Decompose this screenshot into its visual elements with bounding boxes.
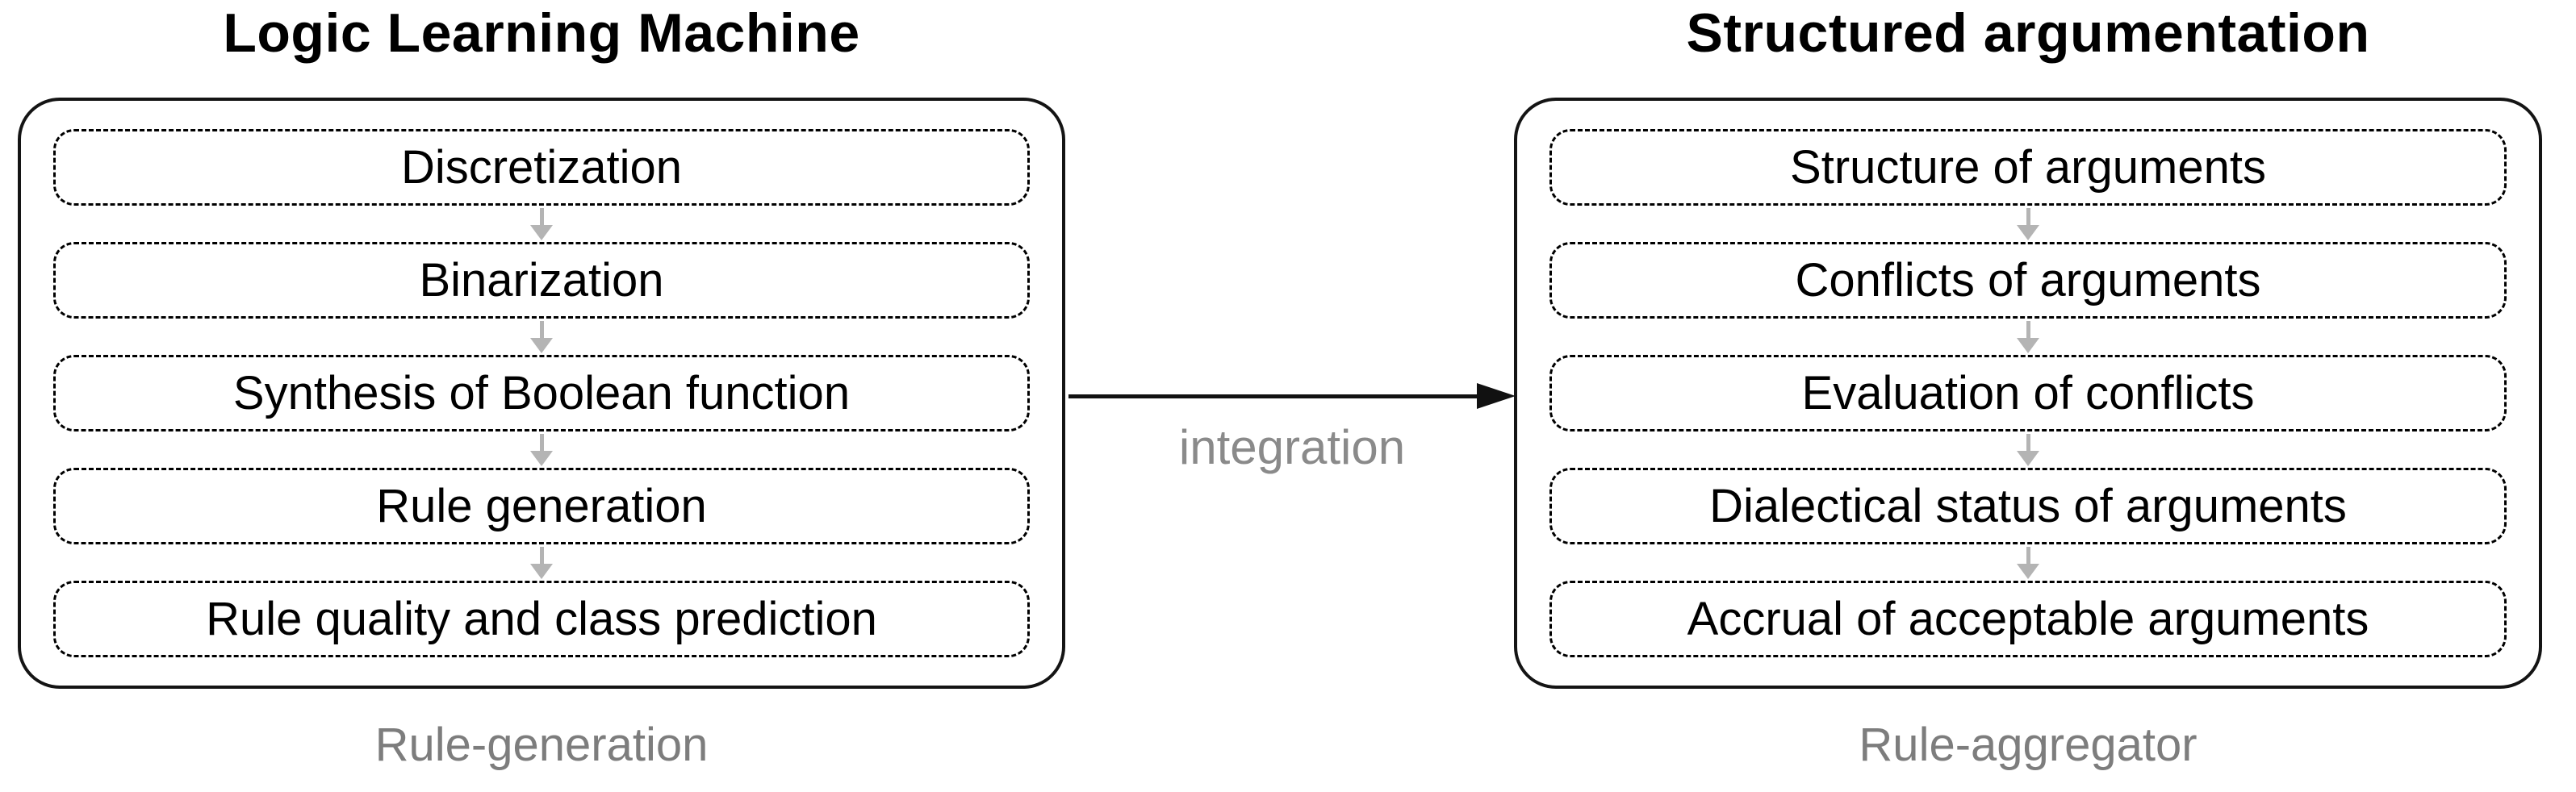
step-rule-quality-class-prediction: Rule quality and class prediction (53, 581, 1030, 657)
step-binarization: Binarization (53, 242, 1030, 319)
arrow-head (2017, 563, 2039, 579)
argumentation-caption: Rule-aggregator (1859, 719, 2198, 771)
arrow-head (530, 563, 553, 579)
down-arrow-icon (53, 544, 1030, 581)
step-label: Binarization (419, 254, 664, 306)
down-arrow-icon (53, 319, 1030, 355)
arrow-head (2017, 224, 2039, 240)
arrow-stem (2026, 320, 2030, 338)
integration-label: integration (1178, 420, 1406, 474)
step-label: Rule generation (376, 480, 707, 532)
step-evaluation-of-conflicts: Evaluation of conflicts (1549, 355, 2507, 431)
down-arrow-icon (1549, 206, 2507, 242)
step-label: Conflicts of arguments (1795, 254, 2261, 306)
down-arrow-icon (53, 206, 1030, 242)
down-arrow-icon (53, 431, 1030, 468)
step-label: Accrual of acceptable arguments (1687, 593, 2369, 645)
llm-outer-box: Discretization Binarization Synthesis of… (18, 98, 1065, 689)
step-synthesis-boolean-function: Synthesis of Boolean function (53, 355, 1030, 431)
down-arrow-icon (1549, 319, 2507, 355)
arrow-stem (539, 207, 544, 225)
step-discretization: Discretization (53, 129, 1030, 206)
arrow-stem (539, 320, 544, 338)
arrow-stem (2026, 207, 2030, 225)
arrow-head (530, 224, 553, 240)
arrow-stem (539, 546, 544, 564)
integration-arrow-line (1068, 394, 1478, 398)
down-arrow-icon (1549, 431, 2507, 468)
step-label: Dialectical status of arguments (1709, 480, 2347, 532)
arrow-stem (539, 433, 544, 451)
arrow-stem (2026, 433, 2030, 451)
step-dialectical-status-of-arguments: Dialectical status of arguments (1549, 468, 2507, 544)
step-label: Evaluation of conflicts (1801, 367, 2255, 419)
arrow-head (530, 450, 553, 466)
arrow-stem (2026, 546, 2030, 564)
down-arrow-icon (1549, 544, 2507, 581)
step-label: Rule quality and class prediction (206, 593, 877, 645)
llm-caption: Rule-generation (374, 719, 709, 771)
step-label: Discretization (400, 141, 683, 194)
step-label: Structure of arguments (1790, 141, 2266, 194)
step-conflicts-of-arguments: Conflicts of arguments (1549, 242, 2507, 319)
step-label: Synthesis of Boolean function (232, 367, 851, 419)
arrow-head (530, 337, 553, 353)
step-rule-generation: Rule generation (53, 468, 1030, 544)
arrow-head (2017, 337, 2039, 353)
argumentation-outer-box: Structure of arguments Conflicts of argu… (1514, 98, 2542, 689)
llm-panel-title: Logic Learning Machine (223, 2, 860, 64)
integration-arrow-head-icon (1477, 383, 1516, 409)
arrow-head (2017, 450, 2039, 466)
argumentation-panel-title: Structured argumentation (1686, 2, 2370, 64)
step-structure-of-arguments: Structure of arguments (1549, 129, 2507, 206)
step-accrual-of-acceptable-arguments: Accrual of acceptable arguments (1549, 581, 2507, 657)
